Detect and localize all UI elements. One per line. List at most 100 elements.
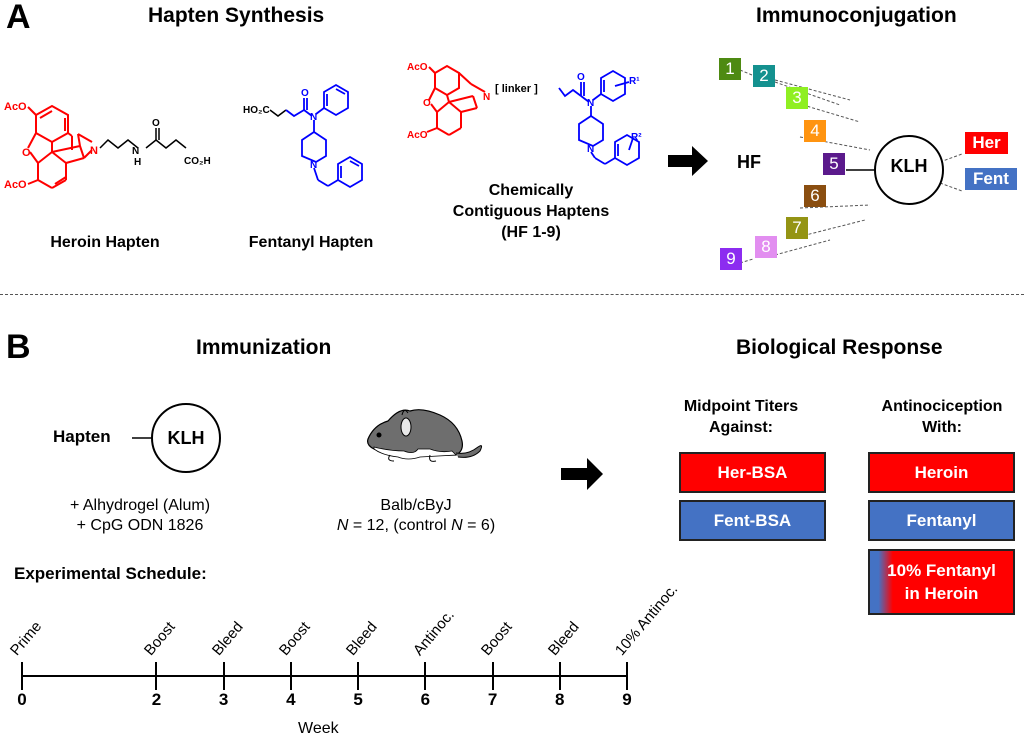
immunization-title: Immunization xyxy=(196,336,332,359)
timeline-event-label: 10% Antinoc. xyxy=(611,580,682,659)
week-tick-label: 0 xyxy=(17,690,27,709)
hf-piperidine-n-label: N xyxy=(587,144,594,155)
hapten-square-1: 1 xyxy=(719,58,741,80)
hapten-label: Hapten xyxy=(53,427,111,446)
timeline-axis xyxy=(22,675,627,677)
aco-bottom-label: AcO xyxy=(4,179,27,191)
hf-nitrogen-label: N xyxy=(483,92,490,103)
adjuvant-cpg: + CpG ODN 1826 xyxy=(76,517,204,534)
biological-response-title: Biological Response xyxy=(736,336,943,359)
vaccine-klh-label: KLH xyxy=(167,428,205,448)
timeline-tick xyxy=(21,662,23,690)
timeline-tick xyxy=(626,662,628,690)
timeline-tick xyxy=(222,662,225,690)
timeline-event-label: Bleed xyxy=(208,618,247,659)
mouse-strain: Balb/cByJ xyxy=(380,497,452,514)
caption-line-2: Contiguous Haptens xyxy=(452,203,610,220)
hf-amide-n-label: N xyxy=(587,98,594,109)
antinoc-heading-line-2: With: xyxy=(922,419,962,436)
fent-tag: Fent xyxy=(965,168,1017,190)
caption-line-1: Chemically xyxy=(488,182,574,199)
conjugation-links xyxy=(739,69,963,264)
mouse-icon xyxy=(367,409,483,462)
fentanyl-box: Fentanyl xyxy=(868,500,1015,541)
panel-a-letter: A xyxy=(6,0,31,36)
timeline-tick xyxy=(155,662,158,690)
titers-heading-line-1: Midpoint Titers xyxy=(683,398,799,415)
timeline-tick xyxy=(424,662,427,690)
week-tick-label: 6 xyxy=(420,690,431,709)
week-axis-label: Week xyxy=(298,720,339,737)
adjuvant-alum: + Alhydrogel (Alum) xyxy=(69,497,211,514)
week-tick-label: 5 xyxy=(353,690,363,709)
hapten-synthesis-title: Hapten Synthesis xyxy=(148,4,325,27)
acid-label: CO₂H xyxy=(184,156,211,167)
contiguous-hapten-structure: AcO O AcO N [ linker ] O N N R¹ xyxy=(407,62,640,158)
contiguous-haptens-caption: Chemically Contiguous Haptens (HF 1-9) xyxy=(446,180,616,243)
fent-acid-label: HO₂C xyxy=(243,105,270,116)
timeline-tick xyxy=(357,662,360,690)
hf-oxygen-label: O xyxy=(423,98,431,109)
week-tick-label: 3 xyxy=(218,690,229,709)
r1-label: R¹ xyxy=(629,76,640,87)
heroin-box: Heroin xyxy=(868,452,1015,493)
titers-heading-line-2: Against: xyxy=(709,419,773,436)
oxygen-label: O xyxy=(22,147,31,159)
right-arrow-icon-b xyxy=(561,458,603,490)
panel-b-letter: B xyxy=(6,328,31,366)
hf-label: HF xyxy=(737,152,761,172)
timeline-event-label: Boost xyxy=(477,618,516,659)
heroin-hapten-structure: AcO O AcO N N H O CO₂H xyxy=(4,101,211,191)
her-bsa-box: Her-BSA xyxy=(679,452,826,493)
hapten-square-8: 8 xyxy=(755,236,777,258)
mixture-line-1: 10% Fentanyl xyxy=(887,561,996,580)
timeline-event-label: Bleed xyxy=(343,618,381,659)
timeline-event-label: Prime xyxy=(6,618,46,659)
timeline-tick xyxy=(289,662,292,690)
week-tick-label: 8 xyxy=(555,690,565,709)
fentanyl-hapten-caption: Fentanyl Hapten xyxy=(248,234,374,251)
fent-bsa-box: Fent-BSA xyxy=(679,500,826,541)
timeline-event-label: Boost xyxy=(275,618,314,659)
heroin-hapten-caption: Heroin Hapten xyxy=(50,234,160,251)
right-arrow-icon xyxy=(668,146,708,176)
adjuvant-list: + Alhydrogel (Alum) + CpG ODN 1826 xyxy=(40,496,240,536)
her-tag: Her xyxy=(965,132,1008,154)
hapten-square-3: 3 xyxy=(786,87,808,109)
titers-heading: Midpoint Titers Against: xyxy=(666,396,816,438)
schedule-title: Experimental Schedule: xyxy=(14,564,207,583)
r2-label: R² xyxy=(631,132,642,143)
caption-line-3: (HF 1-9) xyxy=(501,224,561,241)
linker-label: [ linker ] xyxy=(495,83,538,95)
timeline-tick xyxy=(558,662,561,690)
aco-top-label: AcO xyxy=(4,101,27,113)
mouse-n-line: N = 12, (control N = 6) xyxy=(336,517,496,534)
panel-divider xyxy=(0,294,1024,295)
hapten-square-4: 4 xyxy=(804,120,826,142)
fent-amide-n-label: N xyxy=(310,112,317,123)
immunoconjugation-title: Immunoconjugation xyxy=(756,4,957,27)
mixture-line-2: in Heroin xyxy=(904,584,979,603)
hapten-square-9: 9 xyxy=(720,248,742,270)
klh-label: KLH xyxy=(890,156,928,176)
hf-aco-bottom-label: AcO xyxy=(407,130,428,141)
antinociception-heading: Antinociception With: xyxy=(864,396,1020,438)
hapten-square-5: 5 xyxy=(823,153,845,175)
week-tick-label: 4 xyxy=(286,690,296,709)
amide-h-label: H xyxy=(134,157,141,168)
hf-carbonyl-label: O xyxy=(577,72,585,83)
fentanyl-hapten-structure: HO₂C O N N xyxy=(243,83,363,189)
timeline-event-label: Boost xyxy=(141,618,180,659)
hapten-square-6: 6 xyxy=(804,185,826,207)
week-tick-label: 7 xyxy=(487,690,498,709)
nitrogen-label: N xyxy=(90,145,98,157)
timeline-tick xyxy=(491,662,494,690)
vaccine-conjugate xyxy=(132,403,221,473)
amide-n-label: N xyxy=(132,146,139,157)
hapten-square-7: 7 xyxy=(786,217,808,239)
fent-piperidine-n-label: N xyxy=(310,160,317,171)
fent-carbonyl-label: O xyxy=(301,88,309,99)
week-tick-label: 9 xyxy=(622,690,632,709)
klh-circle xyxy=(874,135,944,205)
timeline-event-label: Antinoc. xyxy=(410,606,459,659)
